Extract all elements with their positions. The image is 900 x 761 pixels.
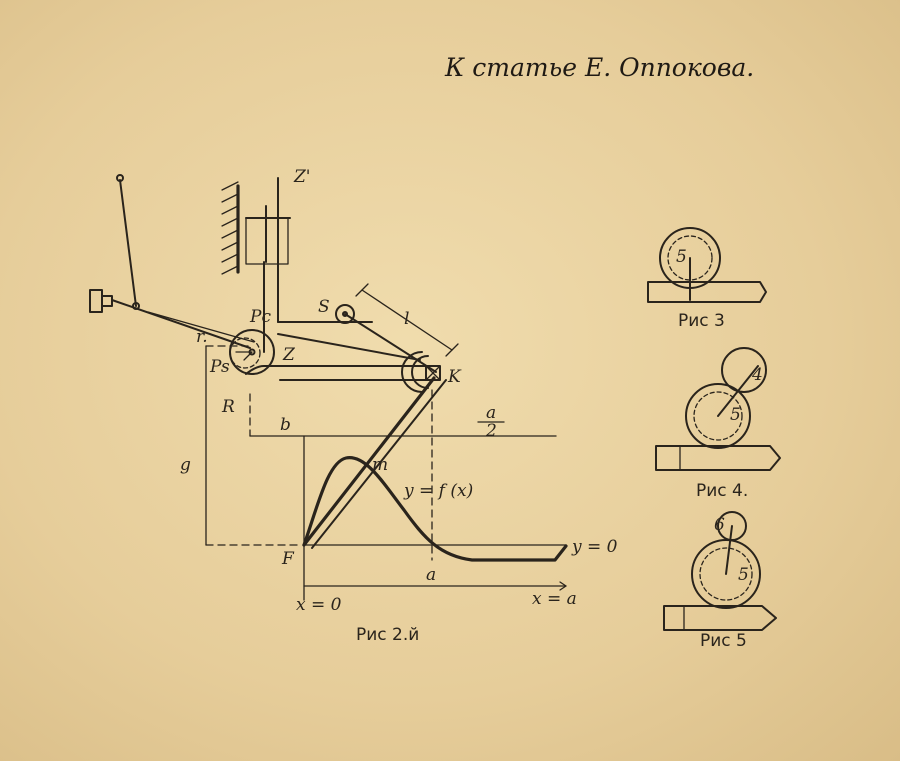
label-ps: Ps bbox=[209, 357, 230, 377]
hand-lever bbox=[89, 174, 255, 349]
label-y-fx: y = f (x) bbox=[403, 481, 473, 501]
figure-5: 6 5 Рис 5 bbox=[663, 511, 777, 651]
k-joint bbox=[401, 351, 441, 393]
fig5-circle-label: 5 bbox=[738, 565, 749, 585]
fig3-circle-label: 5 bbox=[676, 247, 687, 267]
label-b: b bbox=[280, 415, 291, 435]
label-l: l bbox=[404, 309, 409, 329]
label-y-zero: y = 0 bbox=[571, 537, 618, 557]
roller-assembly bbox=[229, 329, 275, 375]
label-a-half-den: 2 bbox=[485, 421, 497, 441]
label-f: F bbox=[281, 549, 295, 569]
page-header: К статье Е. Оппокова. bbox=[444, 53, 754, 82]
label-a-half-num: a bbox=[486, 403, 496, 423]
label-m: m bbox=[372, 455, 388, 475]
label-pc: Pc bbox=[249, 307, 271, 327]
label-a: a bbox=[426, 565, 436, 585]
label-x-zero: x = 0 bbox=[296, 595, 342, 615]
reference-lines bbox=[205, 345, 567, 601]
vertical-slide bbox=[245, 177, 291, 265]
label-r-big: R bbox=[221, 397, 235, 417]
caption-fig5: Рис 5 bbox=[700, 631, 747, 651]
fig5-small-circle-label: 6 bbox=[714, 515, 725, 535]
label-r-small: r. bbox=[196, 327, 208, 347]
caption-fig3: Рис 3 bbox=[678, 311, 725, 331]
wall-hatching bbox=[221, 181, 240, 275]
figure-4: 5 4 Рис 4. bbox=[655, 347, 781, 501]
label-z: Z bbox=[282, 345, 296, 365]
push-rod bbox=[263, 261, 421, 361]
cam-curve bbox=[302, 456, 568, 562]
fig4-circle-label: 5 bbox=[730, 405, 741, 425]
label-k: K bbox=[447, 367, 462, 387]
horizontal-lever bbox=[245, 365, 437, 381]
label-s: S bbox=[318, 297, 330, 317]
label-z-prime: Z' bbox=[293, 167, 311, 187]
figure-3: 5 Рис 3 bbox=[647, 227, 767, 331]
label-x-a: x = a bbox=[532, 589, 577, 609]
s-pivot-link bbox=[319, 283, 459, 373]
label-g: g bbox=[180, 455, 191, 475]
fig4-small-circle-label: 4 bbox=[751, 365, 763, 385]
caption-fig4: Рис 4. bbox=[696, 481, 748, 501]
rod-m bbox=[302, 376, 447, 549]
figure-2: Z' Z Pc Ps r. R S l K b a 2 g m y = f (x… bbox=[89, 167, 618, 645]
caption-fig2: Рис 2.й bbox=[356, 625, 419, 645]
